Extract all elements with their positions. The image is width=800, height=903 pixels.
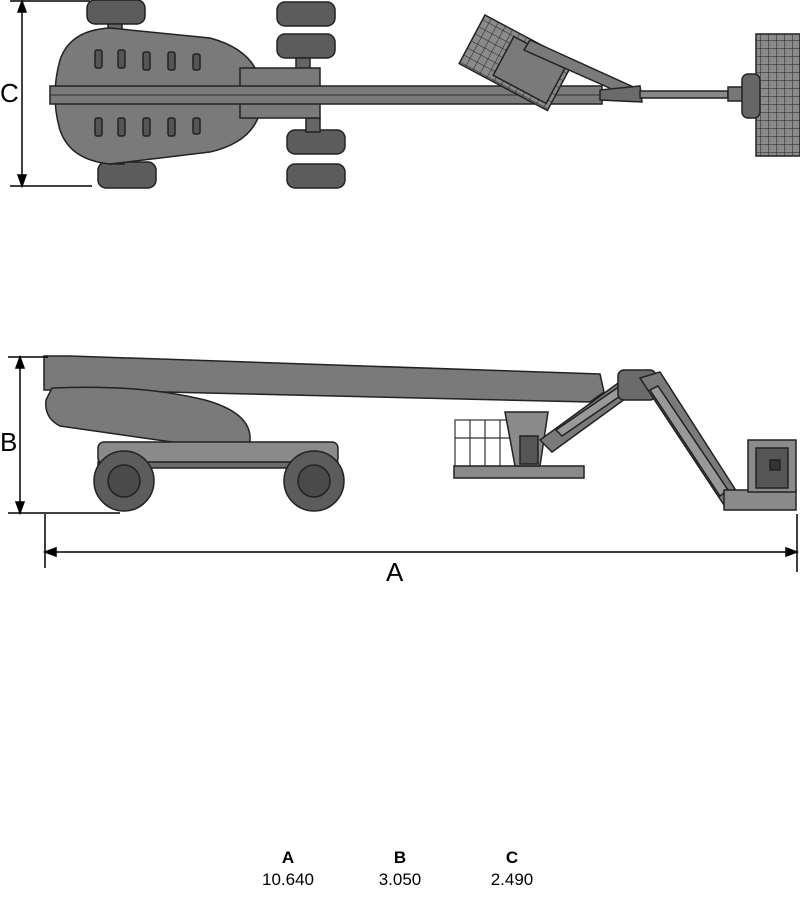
side-wheel-front <box>283 450 345 512</box>
side-wheel-rear <box>93 450 155 512</box>
spec-c: C 2.490 <box>472 848 552 891</box>
spec-b-value: 3.050 <box>378 870 422 889</box>
dimension-a-label: A <box>386 557 404 587</box>
boom-lift-drawing: C <box>0 0 800 587</box>
spec-c-label: C <box>505 848 519 867</box>
spec-b-label: B <box>393 848 407 867</box>
dimension-c-label: C <box>0 78 19 108</box>
dimension-c <box>10 0 92 189</box>
spec-b: B 3.050 <box>360 848 440 891</box>
spec-a-value: 10.640 <box>262 870 314 889</box>
dimension-a <box>42 514 800 572</box>
top-wheel-front-left-2 <box>276 1 336 73</box>
top-view <box>49 0 800 189</box>
top-jib <box>639 90 729 99</box>
top-wheel-rear-right <box>286 117 346 189</box>
side-turret <box>45 386 251 447</box>
top-basket <box>755 33 800 157</box>
dimension-b-label: B <box>0 427 17 457</box>
side-platform-basket <box>723 439 797 511</box>
spec-a-label: A <box>281 848 295 867</box>
top-vents <box>94 49 201 137</box>
dimension-b <box>8 354 120 516</box>
spec-c-value: 2.490 <box>490 870 534 889</box>
spec-a: A 10.640 <box>248 848 328 891</box>
side-view <box>43 355 797 512</box>
